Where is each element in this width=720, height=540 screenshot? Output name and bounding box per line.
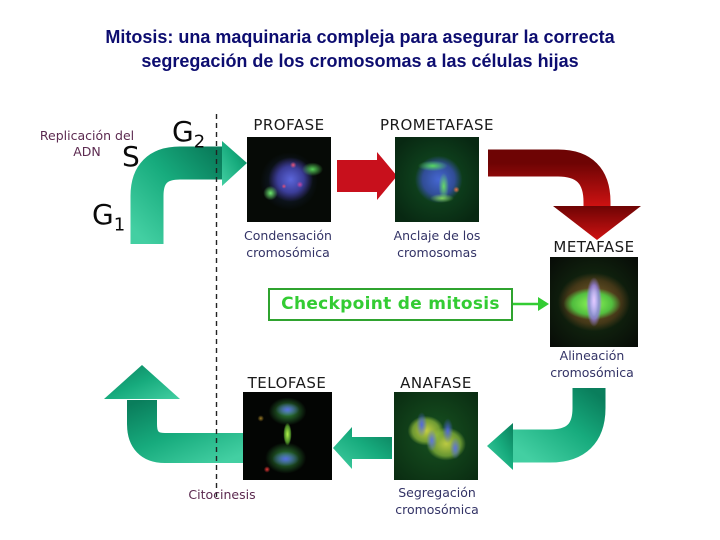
g1-subscript: 1	[113, 214, 126, 236]
prometafase-micrograph	[395, 137, 479, 222]
metafase-micrograph	[550, 257, 638, 347]
checkpoint-label: Checkpoint de mitosis	[281, 294, 500, 314]
phase-label-anafase: ANAFASE	[400, 374, 472, 392]
phase-label-profase: PROFASE	[253, 116, 325, 134]
caption-anafase: Segregación cromosómica	[395, 485, 479, 517]
profase-micrograph	[247, 137, 331, 222]
arrow-prometafase-to-metafase	[488, 149, 641, 240]
phase-label-metafase: METAFASE	[553, 238, 635, 256]
dna-replication-label: Replicación del ADN	[39, 128, 135, 159]
g1-base: G	[92, 198, 114, 231]
g2-subscript: 2	[193, 131, 206, 153]
caption-metafase: Alineación cromosómica	[550, 348, 634, 380]
telofase-micrograph	[243, 392, 332, 480]
diagram-title-line-2: segregación de los cromosomas a las célu…	[141, 51, 579, 71]
s-phase-label: S	[122, 140, 140, 173]
g2-phase-label: G2	[172, 115, 205, 153]
arrow-metafase-to-anafase	[487, 388, 606, 470]
arrow-telofase-to-interphase	[104, 365, 258, 463]
arrow-g2-to-profase	[130, 141, 247, 244]
g2-base: G	[172, 115, 194, 148]
diagram-title-line-1: Mitosis: una maquinaria compleja para as…	[105, 27, 615, 47]
cytokinesis-label: Citocinesis	[188, 487, 256, 502]
g1-phase-label: G1	[92, 198, 125, 236]
phase-label-telofase: TELOFASE	[247, 374, 327, 392]
caption-profase: Condensación cromosómica	[244, 228, 332, 260]
checkpoint-box: Checkpoint de mitosis	[268, 288, 513, 321]
arrow-anafase-to-telofase	[333, 427, 392, 469]
caption-prometafase: Anclaje de los cromosomas	[393, 228, 481, 260]
interphase-cell-micrograph	[45, 240, 212, 363]
arrow-profase-to-prometafase	[337, 152, 397, 200]
anafase-micrograph	[394, 392, 478, 480]
phase-label-prometafase: PROMETAFASE	[380, 116, 494, 134]
checkpoint-to-metafase-arrow	[513, 297, 549, 311]
